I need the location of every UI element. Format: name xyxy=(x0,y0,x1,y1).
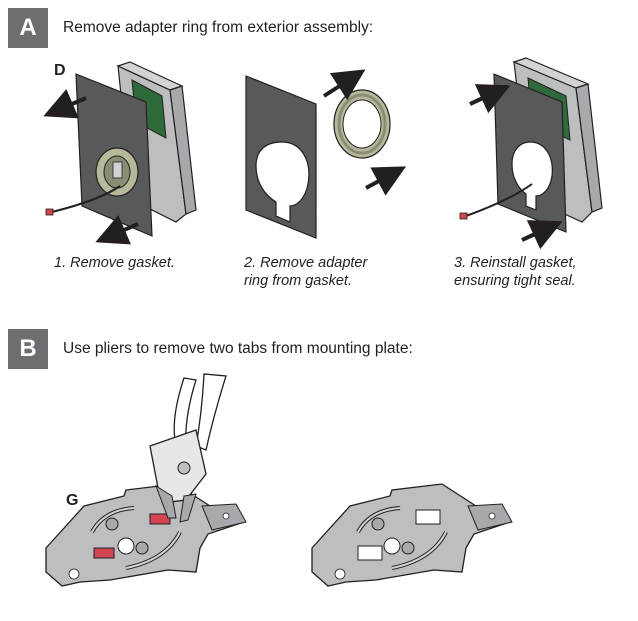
callout-d: D xyxy=(54,62,66,79)
section-a-badge: A xyxy=(8,8,48,48)
tab-2 xyxy=(93,547,115,559)
callout-g: G xyxy=(66,492,79,509)
mounting-plate-with-pliers xyxy=(45,373,247,587)
arrow-adapter-out xyxy=(322,69,366,101)
step3-caption-line1: 3. Reinstall gasket, xyxy=(454,255,577,271)
step3-caption: 3. Reinstall gasket, ensuring tight seal… xyxy=(454,254,577,290)
step1-illustration xyxy=(43,61,197,245)
arrow-adapter-in xyxy=(365,166,407,196)
step2-caption-line1: 2. Remove adapter xyxy=(244,255,368,271)
arrow-remove-top xyxy=(43,88,87,119)
section-a-title: Remove adapter ring from exterior assemb… xyxy=(63,19,374,36)
cable-1 xyxy=(51,185,121,213)
cable-3 xyxy=(465,183,533,217)
step1-caption: 1. Remove gasket. xyxy=(54,254,175,272)
pliers xyxy=(149,373,227,523)
step2-illustration xyxy=(245,69,407,239)
section-b-badge: B xyxy=(8,329,48,369)
gasket-cutout-2 xyxy=(255,141,310,223)
mounting-plate-1 xyxy=(45,483,245,587)
step1-caption-line1: 1. Remove gasket. xyxy=(54,255,175,271)
arrow-install-bottom xyxy=(521,220,563,250)
step3-caption-line2: ensuring tight seal. xyxy=(454,273,576,289)
mounting-plate-after xyxy=(311,483,513,587)
section-b-title: Use pliers to remove two tabs from mount… xyxy=(63,340,413,357)
step2-caption: 2. Remove adapter ring from gasket. xyxy=(244,254,367,290)
arrow-install-top xyxy=(469,84,511,114)
arrow-remove-bottom xyxy=(95,214,139,245)
tab-1 xyxy=(149,513,171,525)
adapter-ring-2 xyxy=(333,89,391,159)
step3-illustration xyxy=(459,57,603,250)
gasket-cutout-3 xyxy=(511,141,553,211)
step2-caption-line2: ring from gasket. xyxy=(244,273,352,289)
